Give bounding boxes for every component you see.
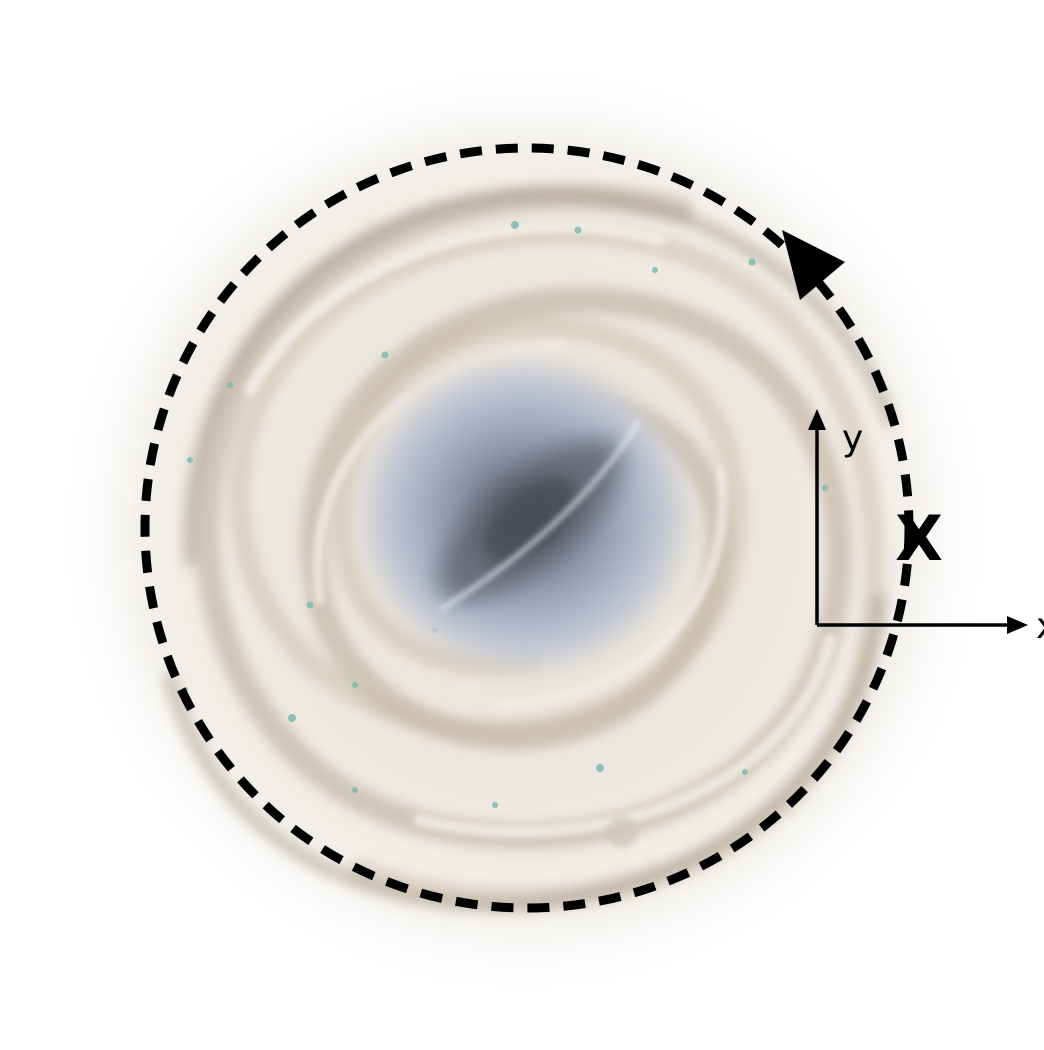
galaxy-spiral-arms — [163, 183, 897, 913]
orbit-path — [140, 143, 914, 913]
y-axis-label: y — [842, 418, 863, 459]
y-axis-arrow-icon — [808, 409, 826, 430]
satellite-blob — [606, 816, 638, 848]
x-axis-arrow-icon — [1007, 616, 1028, 634]
position-marker-label: X — [895, 502, 943, 575]
x-axis-label: x — [1036, 606, 1044, 647]
orbit-direction-arrowhead-icon — [782, 230, 845, 300]
galaxy-core — [350, 350, 700, 680]
coordinate-axes — [815, 425, 1012, 627]
